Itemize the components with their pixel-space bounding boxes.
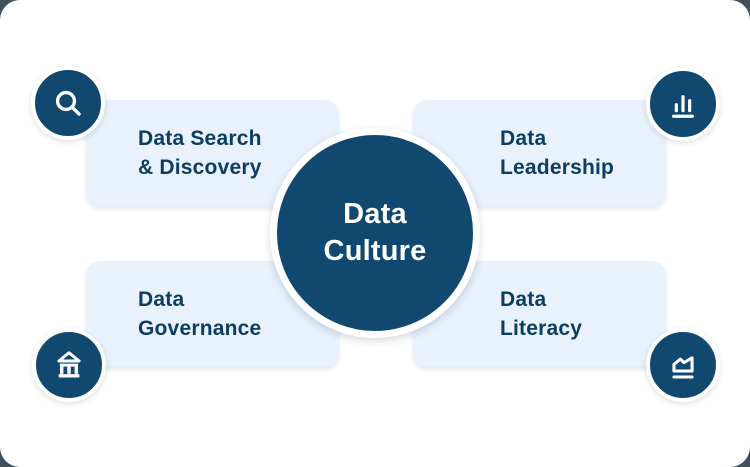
center-circle-data-culture: Data Culture bbox=[270, 128, 480, 338]
bar-chart-badge bbox=[646, 67, 720, 141]
bank-badge bbox=[32, 328, 106, 402]
search-badge bbox=[31, 66, 105, 140]
label-line: Leadership bbox=[500, 156, 615, 179]
label-line: Data Search bbox=[138, 127, 262, 150]
label-line: Data bbox=[500, 288, 547, 311]
card-label-data-governance: Data Governance bbox=[138, 285, 261, 343]
label-line: Data bbox=[343, 198, 407, 230]
card-data-search-discovery: Data Search & Discovery bbox=[86, 100, 339, 206]
label-line: & Discovery bbox=[138, 156, 262, 179]
bank-icon bbox=[57, 351, 81, 378]
card-label-data-leadership: Data Leadership bbox=[500, 124, 614, 182]
card-data-leadership: Data Leadership bbox=[413, 100, 666, 206]
card-label-data-literacy: Data Literacy bbox=[500, 285, 582, 343]
area-chart-icon bbox=[672, 356, 694, 379]
card-label-data-search-discovery: Data Search & Discovery bbox=[138, 124, 262, 182]
label-line: Data bbox=[138, 288, 185, 311]
label-line: Culture bbox=[323, 235, 427, 267]
bar-chart-icon bbox=[672, 95, 694, 118]
card-data-literacy: Data Literacy bbox=[413, 261, 666, 367]
label-line: Governance bbox=[138, 317, 262, 340]
area-chart-badge bbox=[646, 328, 720, 402]
center-label: Data Culture bbox=[324, 196, 427, 270]
search-icon bbox=[55, 90, 81, 116]
label-line: Literacy bbox=[500, 317, 583, 340]
label-line: Data bbox=[500, 127, 547, 150]
